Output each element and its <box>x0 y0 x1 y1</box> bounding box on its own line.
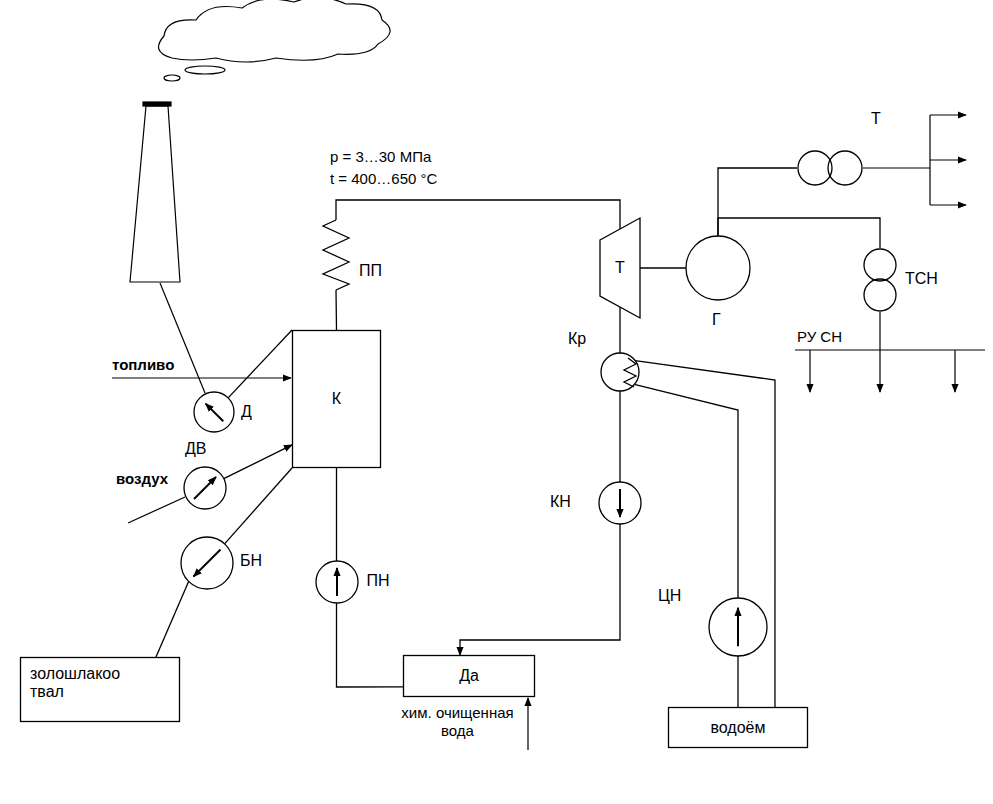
pipe-connector <box>224 445 292 479</box>
aux-arrow <box>954 350 955 392</box>
node-label: Т <box>871 110 881 128</box>
deaerator-box: Да <box>403 655 535 697</box>
node-label: Д <box>241 403 252 421</box>
flow-label: воздух <box>116 470 168 488</box>
pipe-connector <box>337 603 404 687</box>
pipe-connector <box>718 218 880 248</box>
pipe-connector <box>156 581 189 657</box>
node-outline <box>183 466 227 510</box>
pipe-connector <box>336 468 337 561</box>
node-label: водоём <box>711 719 766 737</box>
node-label: ЦН <box>658 587 681 605</box>
node-label: БН <box>240 552 262 570</box>
output-arrow <box>930 114 966 115</box>
pump-circle: КН <box>598 481 642 525</box>
pump-circle: ПН <box>315 560 359 604</box>
transformer: ТСН <box>863 248 897 312</box>
node-outline <box>315 560 359 604</box>
parameter-note: p = 3…30 МПа <box>330 148 431 166</box>
node-label: К <box>332 390 341 408</box>
transformer-output <box>863 167 930 168</box>
transformer: Т <box>797 150 863 186</box>
node-outline <box>708 597 768 657</box>
pipe-connector <box>635 361 775 707</box>
node-label: КН <box>550 493 571 511</box>
label-holder: Да <box>403 655 535 697</box>
node-label: Кр <box>568 330 586 348</box>
pipe-connector <box>335 290 337 330</box>
aux-bus <box>795 349 985 350</box>
flow-label: топливо <box>112 356 174 374</box>
node-outline <box>600 352 640 392</box>
node-label: Да <box>459 667 479 685</box>
chimney-cap <box>143 102 171 106</box>
pipe-connector <box>228 330 292 398</box>
node-outline <box>193 391 235 433</box>
node-outline <box>797 150 863 186</box>
fan-circle: Д <box>193 391 235 433</box>
chimney <box>130 106 180 282</box>
pump-circle: БН <box>180 536 234 590</box>
aux-feed-line <box>879 312 880 350</box>
label-holder: водоём <box>668 707 808 748</box>
pump-circle: ЦН <box>708 597 768 657</box>
node-label: Г <box>712 311 721 329</box>
node-label: ПН <box>367 572 390 590</box>
pipe-connector <box>225 468 292 544</box>
aux-arrow <box>809 350 810 392</box>
parameter-note: t = 400…650 °C <box>330 170 437 188</box>
pipe-connector <box>619 391 620 482</box>
air-inlet-line <box>128 497 185 523</box>
label-holder: Т <box>600 218 640 318</box>
boiler-box: К <box>292 330 381 468</box>
ash-dump-box: золошлакоо твал <box>20 657 180 722</box>
smoke-puff <box>164 75 180 81</box>
node-label: золошлакоо твал <box>30 665 130 701</box>
smoke-puff <box>185 66 225 74</box>
label-holder: К <box>292 330 381 468</box>
aux-arrow <box>879 350 880 392</box>
turbine: Т <box>600 218 640 318</box>
node-outline <box>685 235 751 301</box>
fuel-arrow <box>112 377 291 378</box>
water-inlet-arrow <box>527 698 528 750</box>
pipe-connector <box>737 656 738 707</box>
node-label: Т <box>615 259 625 277</box>
flow-label: хим. очищенная вода <box>395 704 520 740</box>
pipe-connector <box>460 524 620 655</box>
bus-label: РУ СН <box>797 328 842 346</box>
node-label: ДВ <box>185 440 207 458</box>
pipe-connector <box>640 267 686 268</box>
node-outline <box>180 536 234 590</box>
pipe-connector <box>336 200 620 229</box>
condenser-circle: Кр <box>600 352 640 392</box>
node-outline <box>321 220 351 290</box>
generator-circle: Г <box>685 235 751 301</box>
smoke-cloud <box>159 0 391 62</box>
flue-line <box>160 283 205 393</box>
output-arrow <box>930 204 966 205</box>
node-outline <box>598 481 642 525</box>
node-label: ТСН <box>905 270 938 288</box>
pipe-connector <box>619 307 620 353</box>
output-arrow <box>930 159 966 160</box>
pipe-connector <box>634 384 738 598</box>
superheater: ПП <box>321 220 351 290</box>
blower-circle: ДВ <box>183 466 227 510</box>
reservoir-box: водоём <box>668 707 808 748</box>
node-label: ПП <box>359 262 382 280</box>
pipe-connector <box>718 168 797 236</box>
node-outline <box>863 248 897 312</box>
